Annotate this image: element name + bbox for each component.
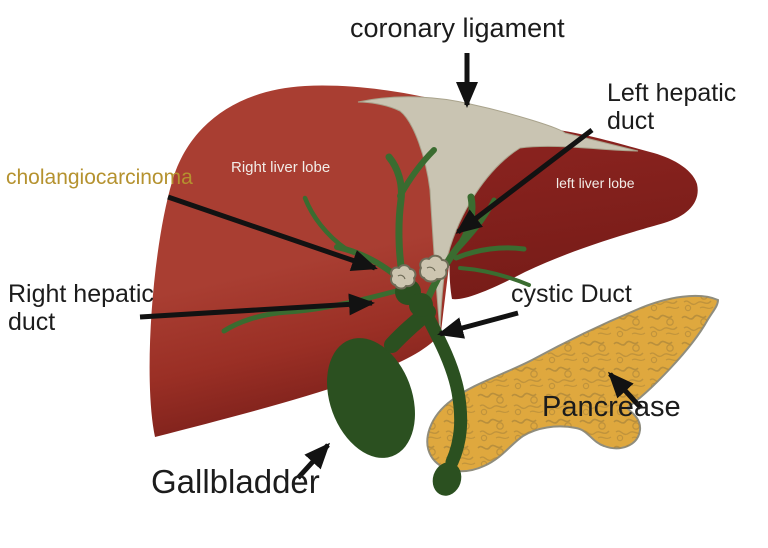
left-hepatic-duct-arrow [455, 128, 594, 234]
annotation-arrows [139, 53, 643, 480]
cholangiocarcinoma-arrow [167, 194, 378, 271]
label-right-liver-lobe: Right liver lobe [231, 159, 331, 176]
label-cystic-duct: cystic Duct [511, 280, 632, 308]
pancreas-shape [426, 294, 720, 473]
label-gallbladder: Gallbladder [151, 463, 320, 500]
label-coronary-ligament: coronary ligament [350, 13, 565, 43]
right-hepatic-duct-arrow [139, 293, 375, 320]
pancreas-arrow [607, 371, 643, 410]
gallbladder-arrow [296, 442, 331, 480]
common-bile-duct-shape [413, 295, 468, 496]
label-left-hepatic-duct: Left hepatic duct [607, 79, 737, 135]
label-left-liver-lobe: left liver lobe [556, 175, 635, 191]
label-cholangiocarcinoma: cholangiocarcinoma [6, 166, 193, 189]
label-right-hepatic-duct: Right hepatic duct [8, 280, 154, 336]
left-liver-lobe-shape [449, 126, 698, 300]
cholangiocarcinoma-tumor-nodules [390, 254, 450, 290]
label-pancreas: Pancrease [542, 391, 681, 423]
duct-junction-shape [395, 279, 433, 317]
cystic-duct-arrow [437, 310, 519, 339]
right-liver-lobe-shape [149, 85, 459, 437]
